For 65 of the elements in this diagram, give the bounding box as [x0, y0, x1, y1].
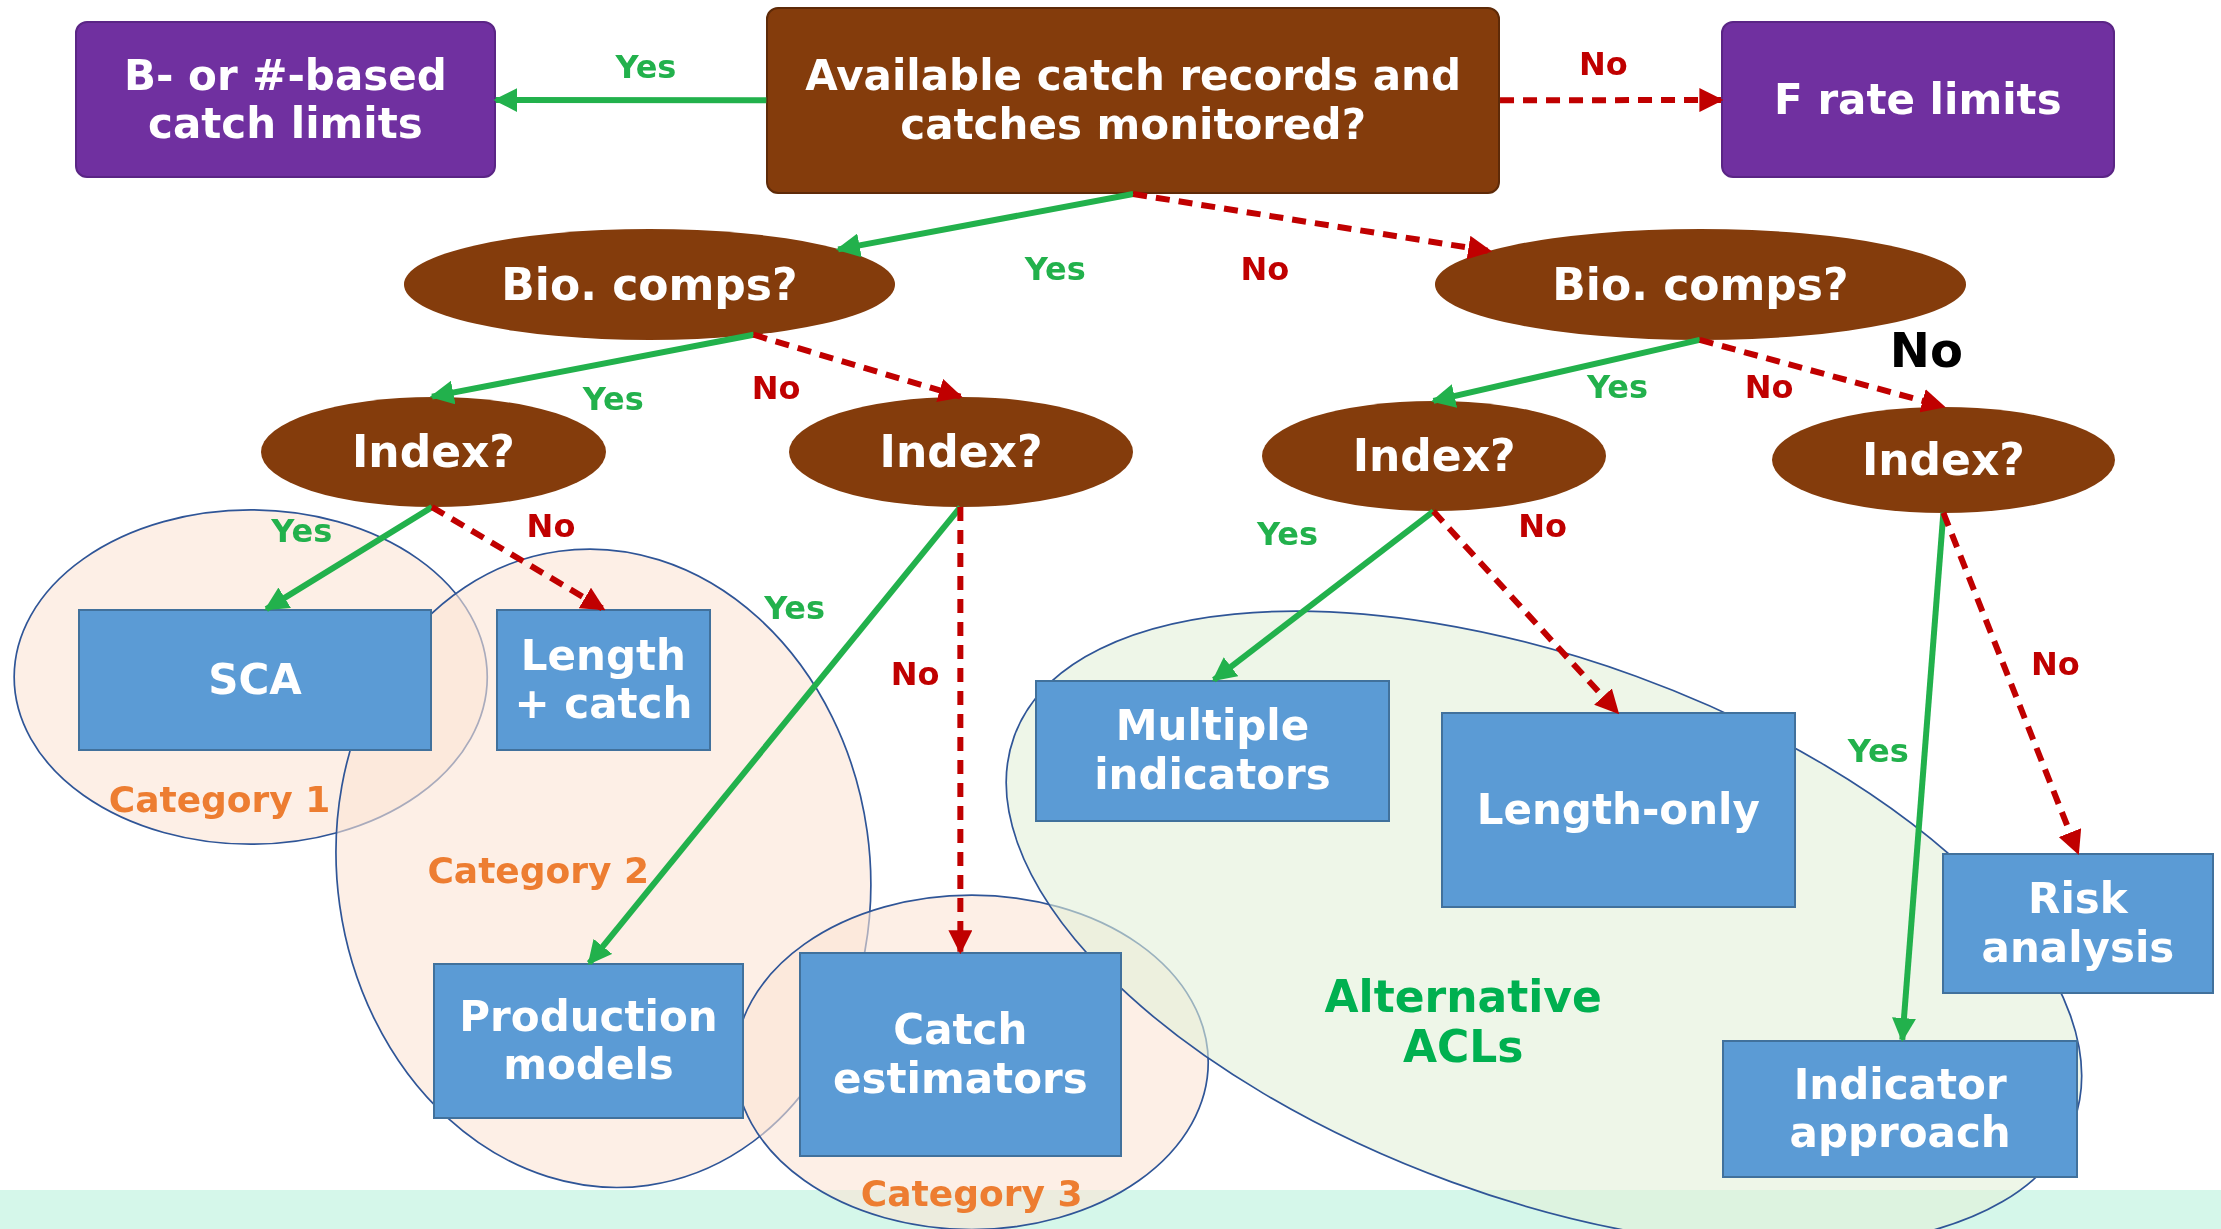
- node-text: Index?: [1861, 432, 2025, 487]
- method-box: [1440, 712, 1797, 908]
- arrow: [1940, 511, 2082, 855]
- edge-label: Yes: [1587, 366, 1649, 408]
- method-box: [1722, 1039, 2078, 1179]
- arrow: [1892, 512, 1947, 1043]
- category-label: Category 2: [426, 849, 651, 894]
- edge-label: Yes: [764, 587, 826, 629]
- method-box: [1035, 679, 1390, 822]
- edge-label: No: [1240, 249, 1290, 291]
- node-text: SCA: [208, 655, 302, 705]
- arrow: [430, 504, 606, 612]
- edge-label: Yes: [271, 511, 333, 553]
- arrow: [429, 331, 755, 405]
- node-text: Index?: [1352, 429, 1516, 484]
- arrow: [1431, 337, 1701, 408]
- node-text: Available catch records and catches monitored?: [804, 52, 1463, 149]
- node-text: F rate limits: [1774, 75, 2062, 124]
- edge-label: No: [526, 505, 576, 547]
- category-label: Category 1: [107, 778, 332, 823]
- edge-label: Yes: [615, 46, 677, 88]
- edge-label: No: [751, 368, 801, 410]
- edge-label: Yes: [1024, 249, 1086, 291]
- method-box: [433, 963, 744, 1119]
- edge-label: No: [2030, 644, 2080, 686]
- method-box: [495, 609, 712, 751]
- node-text: Production models: [458, 992, 719, 1090]
- decision-box: [766, 7, 1500, 195]
- arrow: [586, 505, 963, 966]
- edge-label: No: [1744, 366, 1794, 408]
- node-text: Multiple indicators: [1093, 702, 1332, 799]
- edge-label: Yes: [582, 379, 644, 421]
- node-text: Length-only: [1476, 786, 1760, 835]
- category-label: Category 3: [859, 1172, 1084, 1217]
- outcome-box: [1721, 21, 2115, 179]
- arrow: [752, 331, 963, 402]
- edge-label: Yes: [1847, 730, 1909, 772]
- method-box: [798, 951, 1122, 1158]
- arrow: [835, 191, 1134, 258]
- arrow: [1132, 191, 1493, 260]
- outcome-box: [75, 21, 496, 179]
- node-text: Indicator approach: [1788, 1060, 2012, 1158]
- edge-label: No: [890, 654, 940, 696]
- node-text: Bio. comps?: [501, 257, 798, 312]
- arrow: [1698, 337, 1946, 413]
- arrow: [493, 88, 767, 113]
- edge-label: Yes: [1257, 514, 1319, 555]
- note-label: No: [1888, 320, 1964, 380]
- arrow: [1500, 88, 1724, 113]
- edge-label: No: [1579, 43, 1628, 85]
- node-text: Length + catch: [513, 631, 694, 729]
- node-text: Index?: [351, 424, 515, 479]
- method-box: [1941, 852, 2214, 995]
- arrow: [264, 504, 434, 612]
- node-text: Index?: [879, 424, 1043, 479]
- node-text: Bio. comps?: [1552, 257, 1849, 312]
- category-label: Alternative ACLs: [1323, 972, 1603, 1074]
- node-text: Catch estimators: [832, 1006, 1089, 1103]
- arrow: [1212, 508, 1436, 683]
- method-box: [77, 609, 432, 751]
- arrow: [948, 507, 973, 955]
- node-text: Risk analysis: [1980, 875, 2176, 972]
- node-text: B- or #-based catch limits: [122, 51, 448, 149]
- edge-label: No: [1518, 505, 1567, 547]
- arrow: [1431, 509, 1620, 715]
